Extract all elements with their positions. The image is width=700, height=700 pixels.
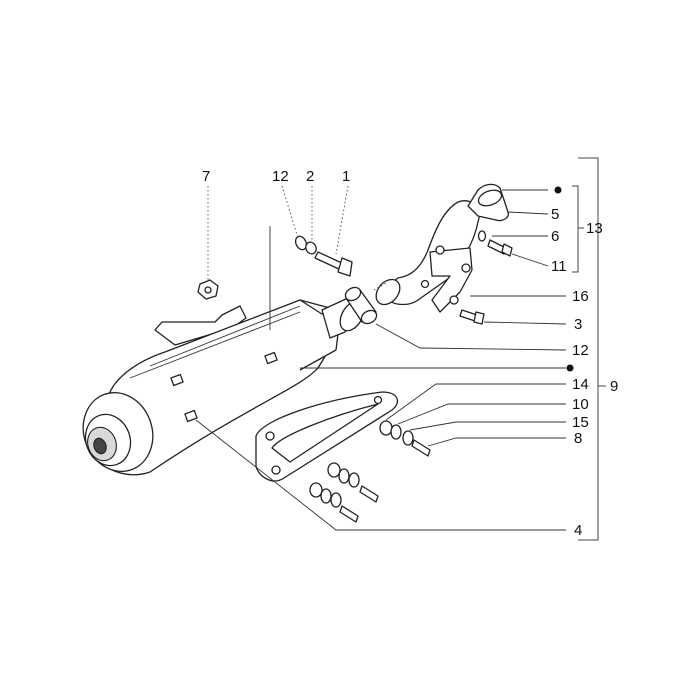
group-marker-dot <box>566 364 574 372</box>
group-brackets <box>572 157 606 541</box>
muffler <box>82 297 365 476</box>
fasteners <box>197 230 513 523</box>
callout-11: 11 <box>551 258 567 275</box>
exhaust-manifold <box>375 183 509 313</box>
callout-7: 7 <box>202 168 210 185</box>
exhaust-gasket <box>344 286 378 325</box>
callout-12-mid: 12 <box>572 342 589 359</box>
callout-9: 9 <box>610 378 618 395</box>
callout-2: 2 <box>306 168 314 185</box>
callout-5: 5 <box>551 206 559 223</box>
callout-8: 8 <box>574 430 582 447</box>
heat-shield <box>255 391 399 482</box>
callout-10: 10 <box>572 396 589 413</box>
group-marker-dot <box>554 186 562 194</box>
callout-12-top: 12 <box>272 168 289 185</box>
callout-14: 14 <box>572 376 589 393</box>
callout-3: 3 <box>574 316 582 333</box>
callout-15: 15 <box>572 414 589 431</box>
leader-lines <box>195 185 567 531</box>
callout-13: 13 <box>586 220 603 237</box>
callout-16: 16 <box>572 288 589 305</box>
callout-1: 1 <box>342 168 350 185</box>
callout-4: 4 <box>574 522 582 539</box>
callout-6: 6 <box>551 228 559 245</box>
